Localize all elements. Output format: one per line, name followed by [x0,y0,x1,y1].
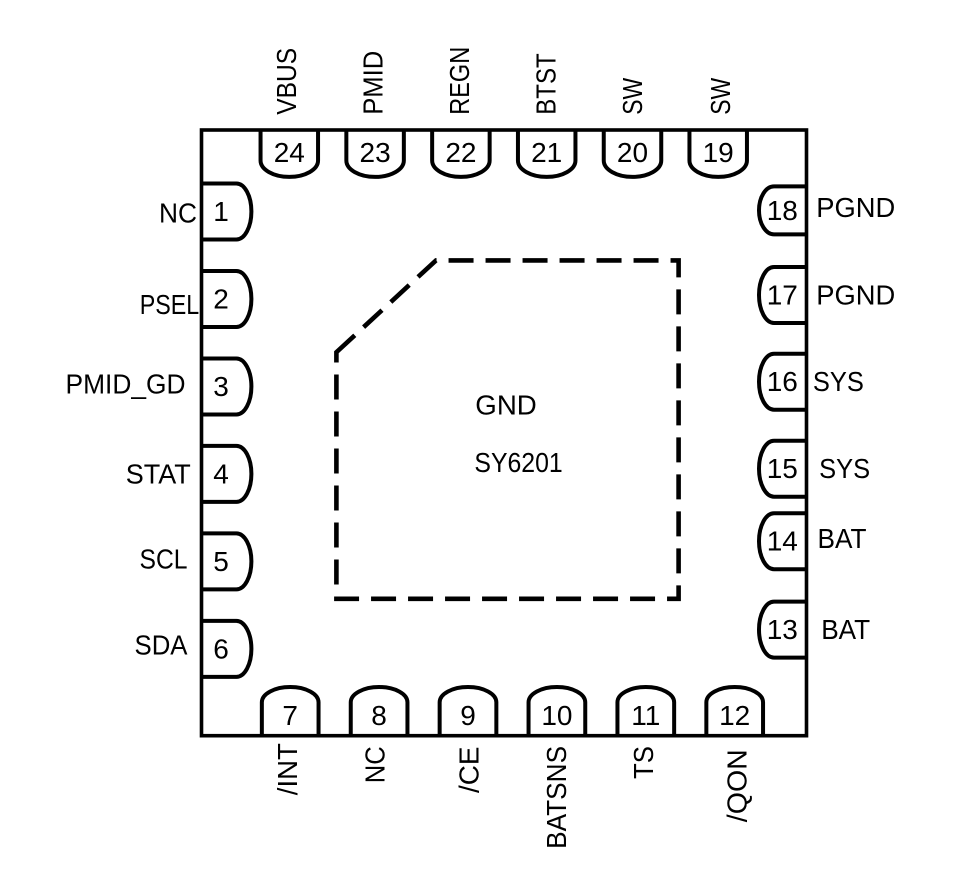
svg-text:/CE: /CE [454,747,485,794]
svg-text:24: 24 [274,137,305,168]
svg-text:4: 4 [213,458,229,489]
svg-text:PMID_GD: PMID_GD [66,369,186,400]
svg-text:20: 20 [617,137,648,168]
svg-text:3: 3 [213,371,229,402]
svg-text:/INT: /INT [272,743,303,795]
svg-text:BAT: BAT [821,614,870,645]
svg-text:/QON: /QON [722,749,753,822]
svg-text:PGND: PGND [816,192,895,223]
svg-text:BAT: BAT [818,523,867,554]
svg-text:21: 21 [531,137,562,168]
svg-text:SCL: SCL [140,544,188,575]
svg-text:17: 17 [767,280,798,311]
svg-text:19: 19 [703,137,734,168]
svg-text:PMID: PMID [358,51,389,115]
svg-text:VBUS: VBUS [271,48,302,115]
svg-text:STAT: STAT [126,458,191,489]
svg-text:9: 9 [460,700,476,731]
svg-text:7: 7 [282,700,298,731]
svg-text:SW: SW [617,77,648,114]
svg-text:BATSNS: BATSNS [541,746,572,849]
svg-text:NC: NC [360,746,391,783]
svg-text:8: 8 [371,700,387,731]
svg-text:16: 16 [767,366,798,397]
svg-text:SW: SW [705,77,736,114]
svg-text:13: 13 [767,614,798,645]
svg-text:PSEL: PSEL [140,289,200,320]
svg-text:10: 10 [541,700,572,731]
svg-text:GND: GND [475,389,537,420]
svg-text:18: 18 [767,195,798,226]
svg-text:BTST: BTST [531,53,562,115]
svg-text:TS: TS [628,746,659,779]
svg-text:22: 22 [445,137,476,168]
svg-text:SYS: SYS [819,453,870,484]
svg-text:15: 15 [767,453,798,484]
svg-text:2: 2 [213,284,229,315]
svg-text:PGND: PGND [816,280,895,311]
svg-text:12: 12 [719,700,750,731]
svg-text:6: 6 [213,633,229,664]
svg-text:5: 5 [213,546,229,577]
svg-text:REGN: REGN [444,47,475,115]
svg-text:SYS: SYS [813,366,864,397]
svg-text:23: 23 [360,137,391,168]
svg-text:SDA: SDA [135,630,188,661]
svg-text:14: 14 [767,526,798,557]
svg-text:SY6201: SY6201 [474,447,562,478]
svg-text:11: 11 [631,700,660,731]
svg-text:1: 1 [213,196,229,227]
svg-text:NC: NC [159,198,197,229]
